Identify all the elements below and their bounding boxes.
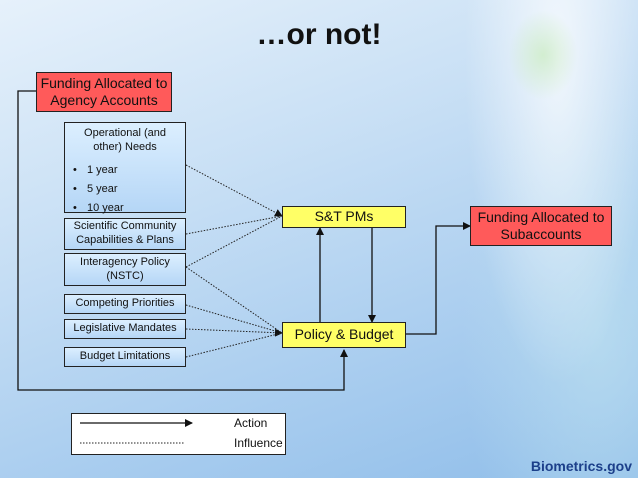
operational-needs-list: 1 year 5 year 10 year [65, 161, 185, 218]
competing-priorities-box: Competing Priorities [64, 294, 186, 314]
policy-budget-box: Policy & Budget [282, 322, 406, 348]
st-pms-box: S&T PMs [282, 206, 406, 228]
scientific-community-label: Scientific Community Capabilities & Plan… [73, 220, 177, 246]
funding-agency-label: Funding Allocated to Agency Accounts [40, 74, 168, 109]
operational-needs-box: Operational (and other) Needs 1 year 5 y… [64, 122, 186, 218]
legend-influence-label: Influence [234, 436, 283, 450]
influence-line-operational-st [185, 164, 283, 217]
influence-line-competing-pb [185, 304, 283, 334]
list-item: 5 year [73, 180, 185, 199]
influence-line-budget-pb [185, 332, 283, 358]
st-pms-label: S&T PMs [314, 208, 374, 225]
budget-limitations-label: Budget Limitations [79, 350, 171, 363]
funding-agency-box: Funding Allocated to Agency Accounts [36, 72, 172, 112]
action-line-funding-loop [17, 90, 348, 391]
action-line-pb-to-subaccounts [406, 222, 471, 335]
influence-line-legislative-pb [185, 328, 283, 337]
influence-line-interagency-st [185, 215, 283, 268]
scientific-community-box: Scientific Community Capabilities & Plan… [64, 218, 186, 250]
legend-lines [80, 419, 193, 444]
budget-limitations-box: Budget Limitations [64, 347, 186, 367]
operational-needs-label: Operational (and other) Needs [84, 127, 166, 153]
policy-budget-label: Policy & Budget [294, 326, 394, 343]
funding-subaccounts-box: Funding Allocated to Subaccounts [470, 206, 612, 246]
slide-title: …or not! [256, 18, 382, 51]
list-item: 1 year [73, 161, 185, 180]
legend-action-label: Action [234, 416, 268, 430]
competing-priorities-label: Competing Priorities [75, 297, 175, 310]
funding-subaccounts-label: Funding Allocated to Subaccounts [477, 208, 605, 243]
footer-brand: Biometrics.gov [530, 458, 632, 474]
legislative-mandates-box: Legislative Mandates [64, 319, 186, 339]
list-item: 10 year [73, 199, 185, 218]
interagency-policy-box: Interagency Policy (NSTC) [64, 253, 186, 286]
influence-line-scientific-st [185, 215, 283, 235]
background-decoration-leaf [508, 10, 578, 100]
legislative-mandates-label: Legislative Mandates [73, 322, 177, 335]
influence-line-interagency-pb [185, 266, 283, 334]
legend: Action Influence [71, 413, 286, 455]
interagency-policy-label: Interagency Policy (NSTC) [80, 255, 170, 282]
